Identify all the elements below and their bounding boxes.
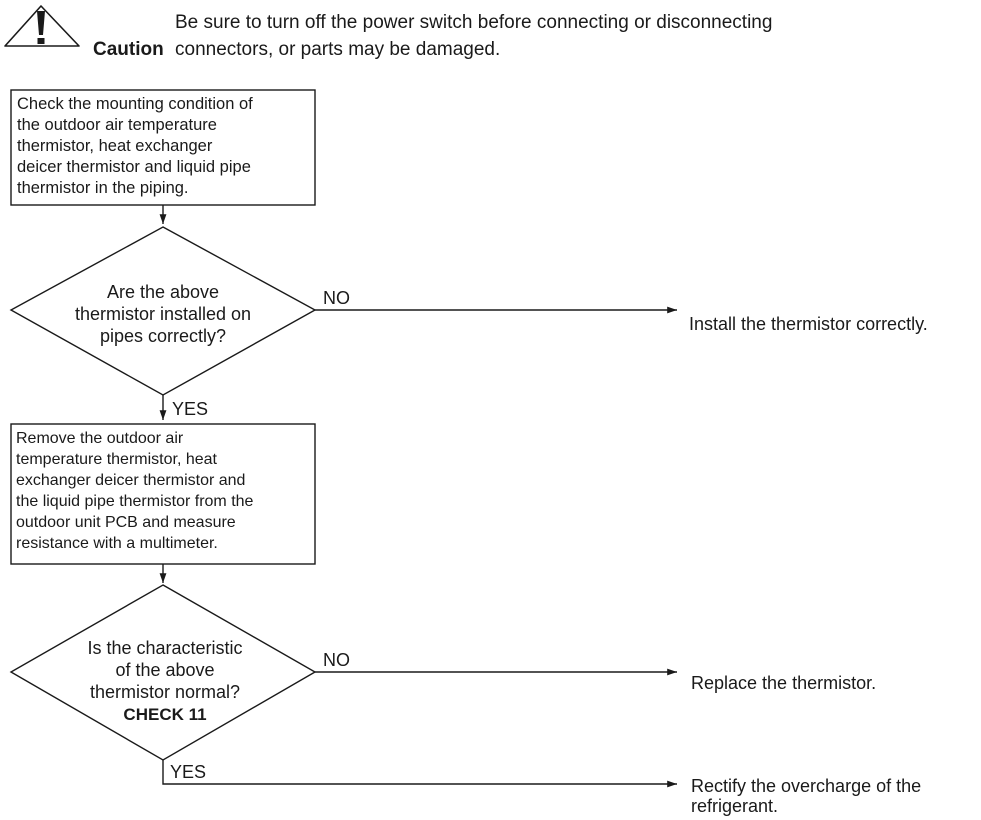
step2-text-line-3: exchanger deicer thermistor and bbox=[16, 472, 245, 489]
step1-text-line-2: the outdoor air temperature bbox=[17, 116, 217, 134]
step2-box: Remove the outdoor air temperature therm… bbox=[10, 423, 316, 565]
step2-text-line-2: temperature thermistor, heat bbox=[16, 451, 218, 468]
decision1-text-line-1: Are the above bbox=[107, 282, 219, 302]
step1-box: Check the mounting condition of the outd… bbox=[10, 89, 316, 206]
step1-text-line-1: Check the mounting condition of bbox=[17, 95, 253, 113]
decision2-yes-action-line-1: Rectify the overcharge of the bbox=[691, 776, 921, 796]
decision2-text-line-1: Is the characteristic bbox=[87, 638, 242, 658]
caution-message-line-1: Be sure to turn off the power switch bef… bbox=[175, 12, 772, 33]
decision1-yes-label: YES bbox=[172, 399, 208, 419]
decision2-text-line-2: of the above bbox=[115, 660, 214, 680]
decision1-text-line-3: pipes correctly? bbox=[100, 326, 226, 346]
decision2-diamond: Is the characteristic of the above therm… bbox=[9, 584, 317, 761]
decision2-yes-label: YES bbox=[170, 762, 206, 782]
step1-text-line-5: thermistor in the piping. bbox=[17, 179, 189, 197]
decision2-yes-action-line-2: refrigerant. bbox=[691, 796, 778, 816]
warning-triangle-icon bbox=[4, 5, 80, 47]
decision2-no-label: NO bbox=[323, 650, 350, 670]
step2-text-line-1: Remove the outdoor air bbox=[16, 430, 184, 447]
caution-message-line-2: connectors, or parts may be damaged. bbox=[175, 39, 500, 60]
step2-text-line-6: resistance with a multimeter. bbox=[16, 535, 218, 552]
caution-label: Caution bbox=[93, 39, 164, 60]
decision2-text-line-3: thermistor normal? bbox=[90, 682, 240, 702]
step1-text-line-4: deicer thermistor and liquid pipe bbox=[17, 158, 251, 176]
step2-text-line-4: the liquid pipe thermistor from the bbox=[16, 493, 254, 510]
decision2-no-action: Replace the thermistor. bbox=[691, 673, 876, 693]
decision1-no-label: NO bbox=[323, 288, 350, 308]
caution-block: Caution Be sure to turn off the power sw… bbox=[4, 5, 772, 60]
step1-text-line-3: thermistor, heat exchanger bbox=[17, 137, 213, 155]
decision1-diamond: Are the above thermistor installed on pi… bbox=[9, 226, 317, 396]
decision1-text-line-2: thermistor installed on bbox=[75, 304, 251, 324]
decision2-check-reference: CHECK 11 bbox=[123, 705, 206, 724]
connector-decision2-yes bbox=[162, 760, 677, 788]
step2-text-line-5: outdoor unit PCB and measure bbox=[16, 514, 236, 531]
decision1-no-action: Install the thermistor correctly. bbox=[689, 314, 928, 334]
